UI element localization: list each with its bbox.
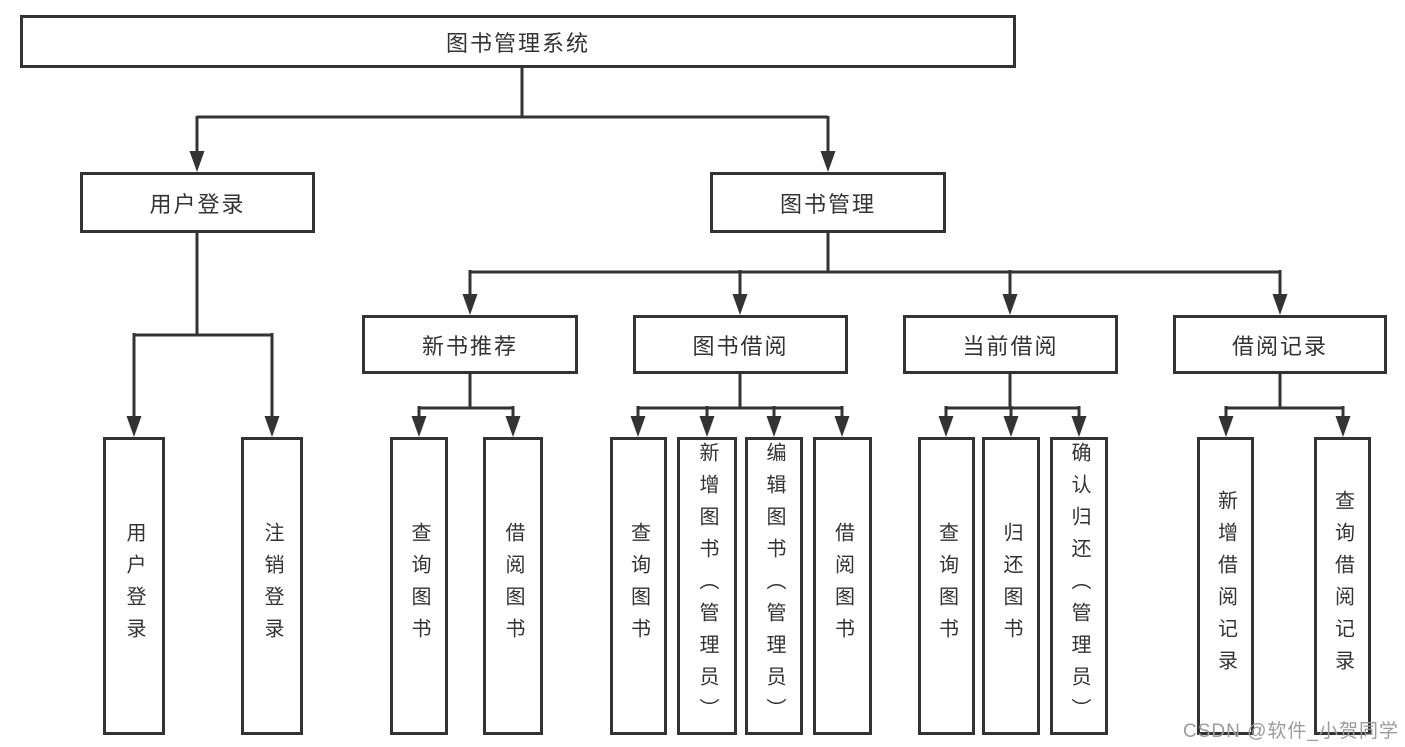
leaf-label: 新增借阅记录 bbox=[1214, 490, 1237, 682]
leaf-query-books-recommend: 查询图书 bbox=[390, 437, 448, 735]
leaf-label: 确认归还（管理员） bbox=[1068, 442, 1090, 730]
leaf-label: 用户登录 bbox=[123, 522, 145, 650]
connector-borrow-records-children bbox=[1218, 372, 1351, 437]
connector-new-book-children bbox=[411, 372, 521, 437]
leaf-label: 归还图书 bbox=[1000, 522, 1022, 650]
leaf-label: 查询图书 bbox=[408, 522, 430, 650]
node-label: 新书推荐 bbox=[421, 333, 518, 359]
leaf-confirm-return-admin: 确认归还（管理员） bbox=[1050, 437, 1108, 735]
leaf-query-books-current: 查询图书 bbox=[918, 437, 975, 735]
csdn-watermark: CSDN @软件_小贺同学 bbox=[1183, 721, 1399, 742]
leaf-logout: 注销登录 bbox=[241, 437, 303, 735]
leaf-label: 查询图书 bbox=[935, 522, 958, 650]
node-book-borrow: 图书借阅 bbox=[633, 315, 848, 374]
node-current-borrow: 当前借阅 bbox=[903, 315, 1118, 374]
node-borrow-records: 借阅记录 bbox=[1173, 315, 1387, 374]
node-user-login: 用户登录 bbox=[80, 172, 315, 233]
leaf-label: 查询图书 bbox=[627, 522, 650, 650]
connector-user-login-children bbox=[126, 231, 280, 437]
leaf-label: 注销登录 bbox=[261, 522, 283, 650]
node-root-library-system: 图书管理系统 bbox=[20, 15, 1016, 68]
leaf-label: 借阅图书 bbox=[502, 522, 524, 650]
leaf-borrow-books: 借阅图书 bbox=[813, 437, 872, 735]
leaf-borrow-books-recommend: 借阅图书 bbox=[483, 437, 543, 735]
node-label: 图书借阅 bbox=[692, 333, 789, 359]
leaf-return-book: 归还图书 bbox=[982, 437, 1040, 735]
leaf-label: 查询借阅记录 bbox=[1331, 490, 1354, 682]
leaf-user-login: 用户登录 bbox=[103, 437, 165, 735]
connector-book-borrow-children bbox=[630, 372, 850, 437]
connector-book-management-children bbox=[462, 231, 1288, 315]
leaf-label: 编辑图书（管理员） bbox=[763, 442, 785, 730]
connector-root-to-level2 bbox=[189, 66, 836, 172]
leaf-edit-book-admin: 编辑图书（管理员） bbox=[745, 437, 803, 735]
node-label: 用户登录 bbox=[149, 191, 246, 217]
leaf-query-books-borrow: 查询图书 bbox=[610, 437, 667, 735]
node-new-book-recommend: 新书推荐 bbox=[362, 315, 578, 374]
leaf-add-book-admin: 新增图书（管理员） bbox=[677, 437, 737, 735]
node-label: 当前借阅 bbox=[962, 333, 1059, 359]
leaf-label: 借阅图书 bbox=[831, 522, 854, 650]
node-label: 图书管理系统 bbox=[445, 30, 590, 56]
connector-current-borrow-children bbox=[938, 372, 1087, 437]
node-label: 借阅记录 bbox=[1231, 333, 1328, 359]
node-label: 图书管理 bbox=[779, 191, 876, 217]
leaf-label: 新增图书（管理员） bbox=[696, 442, 718, 730]
leaf-query-borrow-record: 查询借阅记录 bbox=[1314, 437, 1371, 735]
node-book-management: 图书管理 bbox=[710, 172, 946, 233]
leaf-add-borrow-record: 新增借阅记录 bbox=[1197, 437, 1254, 735]
